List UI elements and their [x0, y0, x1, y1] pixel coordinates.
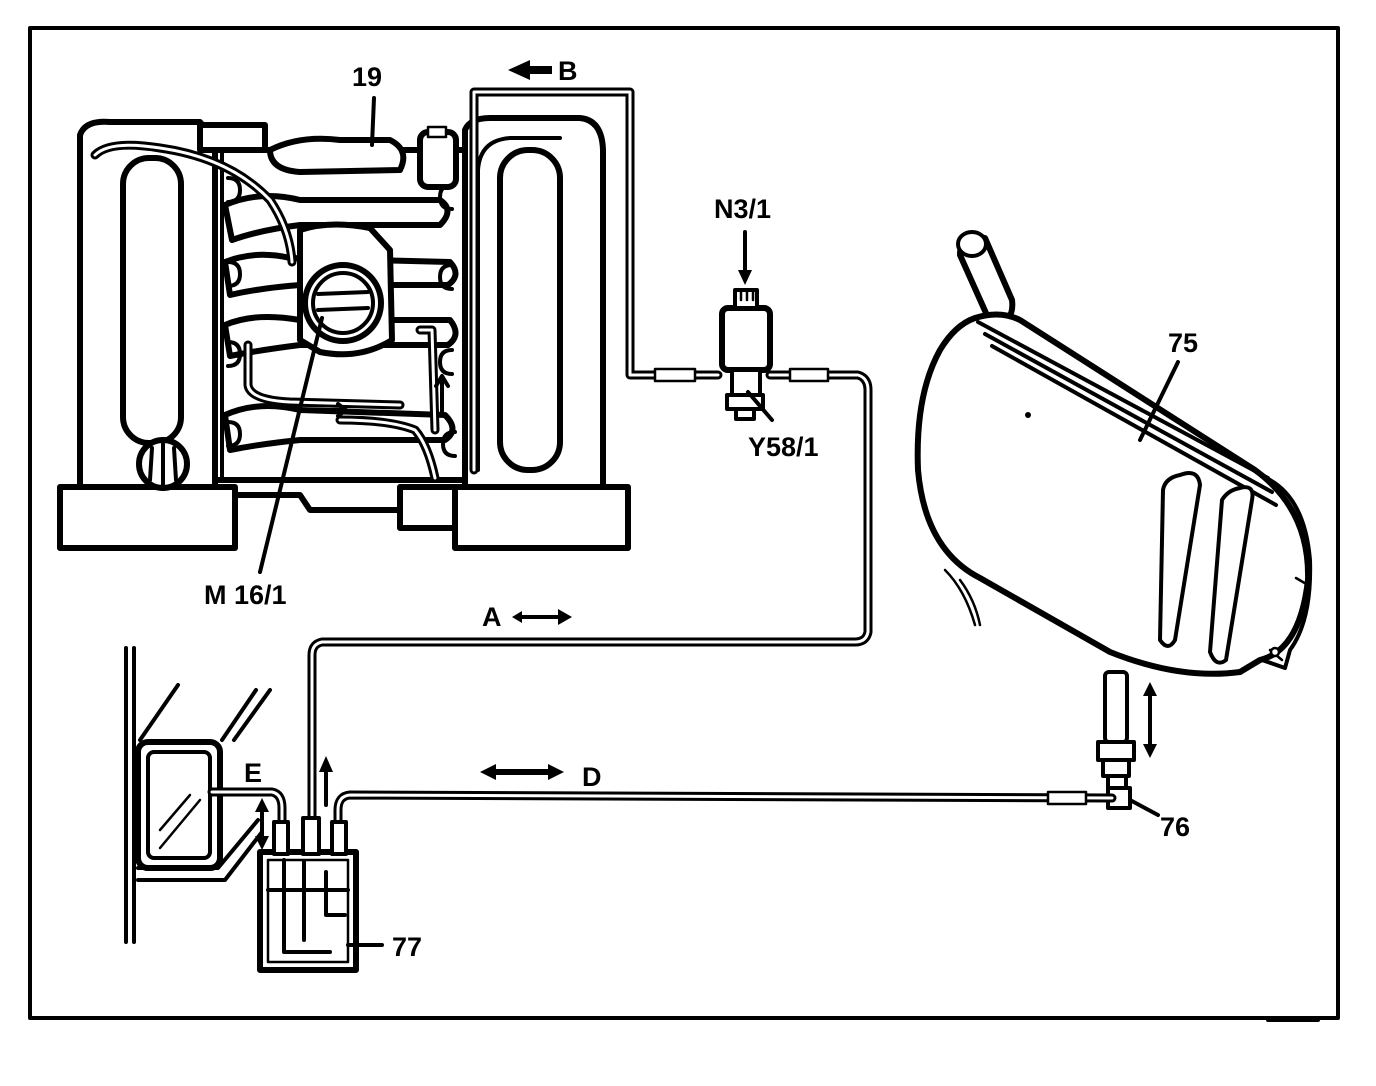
flow-arrow-a	[512, 609, 572, 625]
label-75: 75	[1168, 328, 1198, 358]
flow-arrow-b	[508, 60, 552, 80]
fuel-tank	[914, 230, 1313, 790]
label-b: B	[558, 56, 578, 86]
label-a: A	[482, 602, 502, 632]
leader-19	[370, 96, 376, 147]
label-m16-1: M 16/1	[204, 580, 287, 610]
flow-arrow-up	[319, 756, 333, 807]
vehicle-frame-member	[124, 646, 272, 944]
line-d	[333, 790, 1117, 827]
label-n3-1: N3/1	[714, 194, 771, 224]
label-77: 77	[392, 932, 422, 962]
label-y58-1: Y58/1	[748, 432, 819, 462]
charcoal-canister	[257, 816, 384, 973]
label-76: 76	[1160, 812, 1190, 842]
diagram-frame	[28, 26, 1340, 1020]
flow-arrow-e	[255, 798, 269, 850]
label-d: D	[582, 762, 602, 792]
hose-connector	[653, 367, 697, 383]
flow-arrow-d	[480, 764, 564, 780]
label-e: E	[244, 758, 262, 788]
signal-arrow-n3-1	[738, 230, 752, 285]
engine	[57, 115, 631, 551]
valve-76	[1106, 786, 1160, 817]
label-19: 19	[352, 62, 382, 92]
purge-valve-y58-1	[307, 288, 873, 825]
leader-m16-1	[258, 316, 324, 574]
hose-connector-d	[1046, 790, 1088, 806]
